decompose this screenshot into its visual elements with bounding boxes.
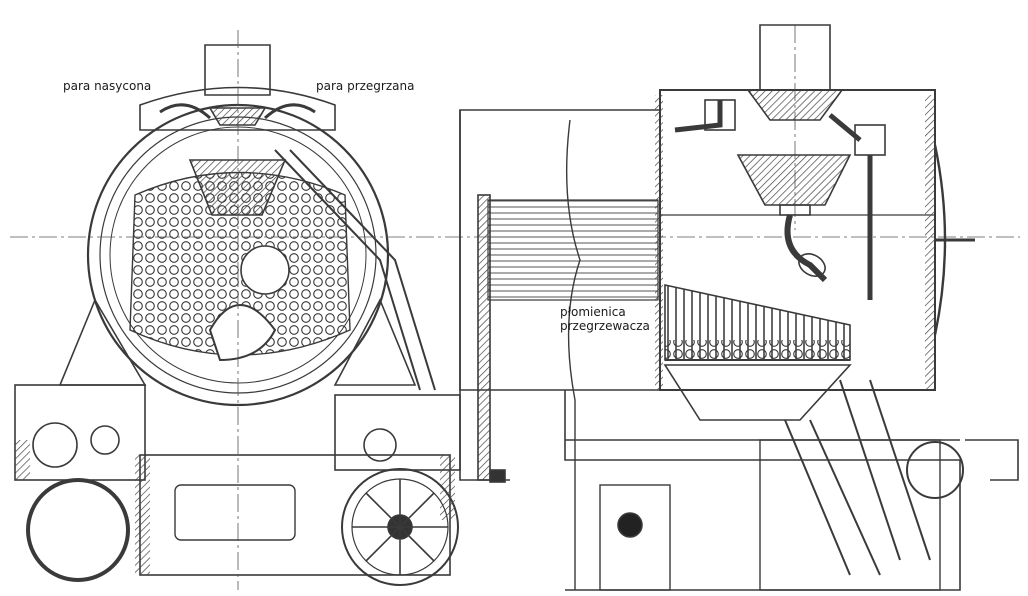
front-cross-section <box>14 44 461 586</box>
label-superheater-flue-line2: przegrzewacza <box>560 319 650 333</box>
exhaust-ring <box>906 441 964 499</box>
superheater-flue-circle <box>240 245 290 295</box>
side-cross-section <box>459 24 1019 591</box>
break-line <box>565 119 581 590</box>
blast-nozzle-left <box>208 107 267 126</box>
label-saturated-steam: para nasycona <box>63 79 152 93</box>
cylinder-left <box>32 422 78 468</box>
superheated-steam-pipe <box>263 103 316 120</box>
steam-pipe-diagonal <box>274 149 421 391</box>
spark-arrester-right <box>736 154 852 206</box>
label-superheated-steam: para przegrzana <box>316 79 415 93</box>
steam-pipe-top <box>674 100 723 133</box>
exhaust-pipe-curve <box>784 214 828 283</box>
wheel-right <box>341 468 459 586</box>
cylinder-block-left <box>14 384 146 481</box>
label-superheater-flue: płomienica przegrzewacza <box>560 305 650 333</box>
blast-cone-right <box>746 89 844 121</box>
label-superheater-flue-line1: płomienica <box>560 305 626 319</box>
blast-cone-left <box>188 159 287 216</box>
front-tube-plate <box>477 194 491 481</box>
trailing-cylinder-left <box>26 478 130 582</box>
frame-hole <box>617 512 643 538</box>
chimney-left <box>204 44 271 96</box>
saturated-steam-pipe <box>159 103 212 120</box>
diagonal-stay-1 <box>784 419 851 576</box>
superheater-return-bends <box>665 340 850 360</box>
ashpan-cone <box>663 364 852 421</box>
smokebox-top <box>139 86 336 131</box>
